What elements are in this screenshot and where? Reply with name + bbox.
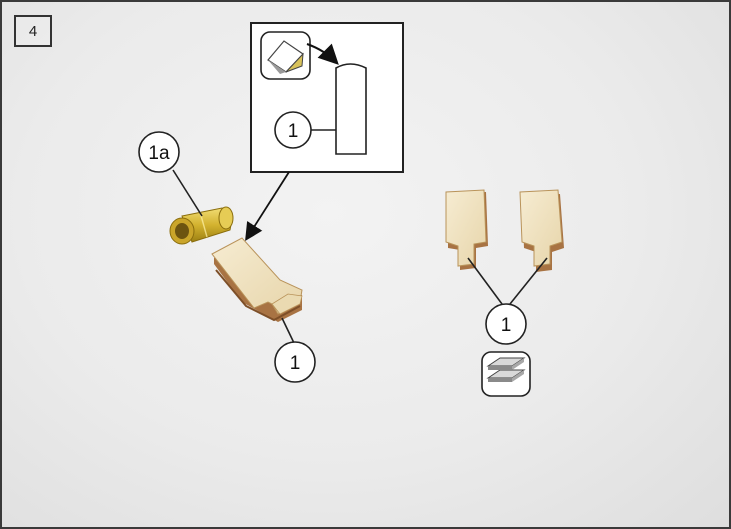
step-number-box: 4 xyxy=(14,15,52,47)
two-layers-icon xyxy=(481,351,531,397)
callout-circle-assembled xyxy=(274,341,316,383)
wood-part-left xyxy=(445,189,488,270)
callout-label-inset: 1 xyxy=(288,121,299,142)
inset-pointer-arrow xyxy=(245,171,290,242)
callout-circle-inset xyxy=(274,111,312,149)
brass-tube xyxy=(169,206,234,245)
callout-label-assembled: 1 xyxy=(290,353,301,374)
peel-adhesive-icon xyxy=(260,31,311,80)
callout-label-pair: 1 xyxy=(501,315,512,336)
detail-inset: 1 xyxy=(250,22,404,173)
wood-part-right xyxy=(519,189,564,272)
callout-label-tube: 1a xyxy=(148,143,170,164)
callout-circle-tube xyxy=(138,131,180,173)
callout-circle-pair xyxy=(485,303,527,345)
assembled-wood-part xyxy=(211,237,303,322)
